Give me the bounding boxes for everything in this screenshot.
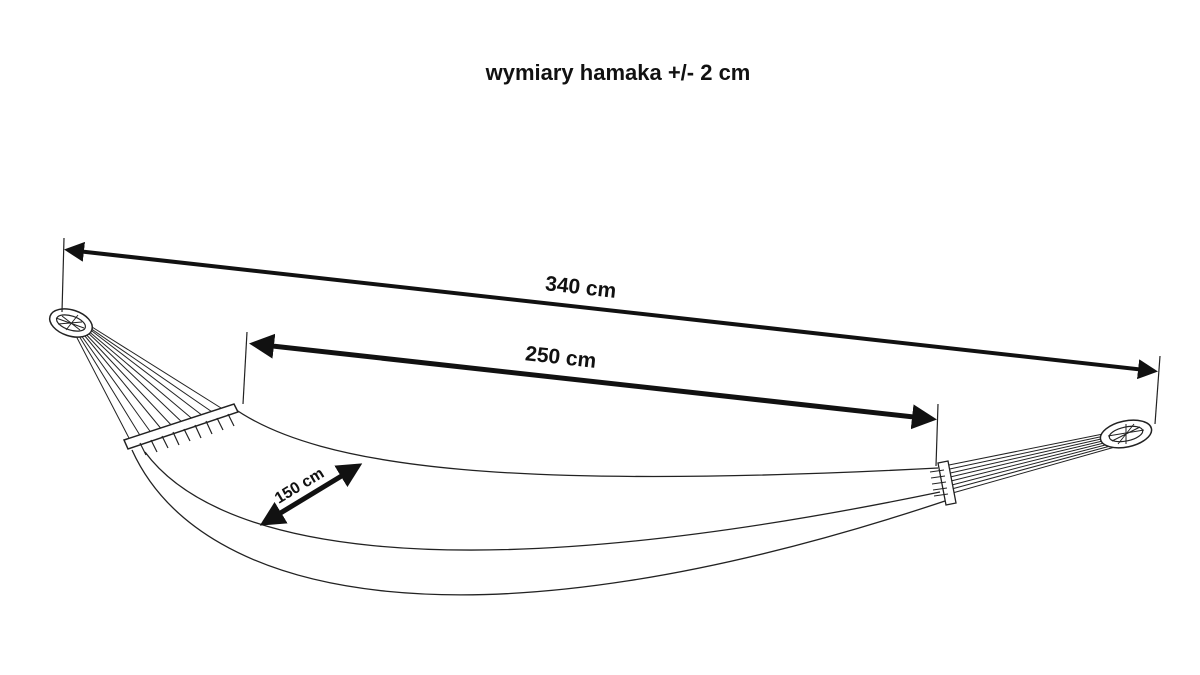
label-250: 250 cm [524,342,597,373]
dimension-total-length: 340 cm [61,237,1161,425]
right-suspension-cords [943,432,1116,495]
hammock-bed [131,406,949,596]
dimension-bed-length: 250 cm [242,331,939,467]
right-hammock-end [929,419,1153,506]
bed-bottom-edge [131,449,949,596]
extension-line-left-250 [242,331,248,405]
label-340: 340 cm [544,272,617,303]
extension-line-right-250 [935,403,939,467]
arrow-340 [64,241,1158,380]
left-spreader-bar [122,403,240,456]
left-hammock-end [48,308,240,456]
dimension-bed-width: 150 cm [259,463,363,526]
arrow-250 [249,333,937,430]
arrow-150 [259,463,363,526]
right-spreader [929,460,957,506]
right-ring [1099,419,1153,449]
extension-line-left-340 [61,237,65,313]
diagram-title: wymiary hamaka +/- 2 cm [485,60,751,85]
extension-line-right-340 [1154,355,1161,425]
bed-inner-fold [144,451,941,551]
bed-top-edge [231,406,939,478]
